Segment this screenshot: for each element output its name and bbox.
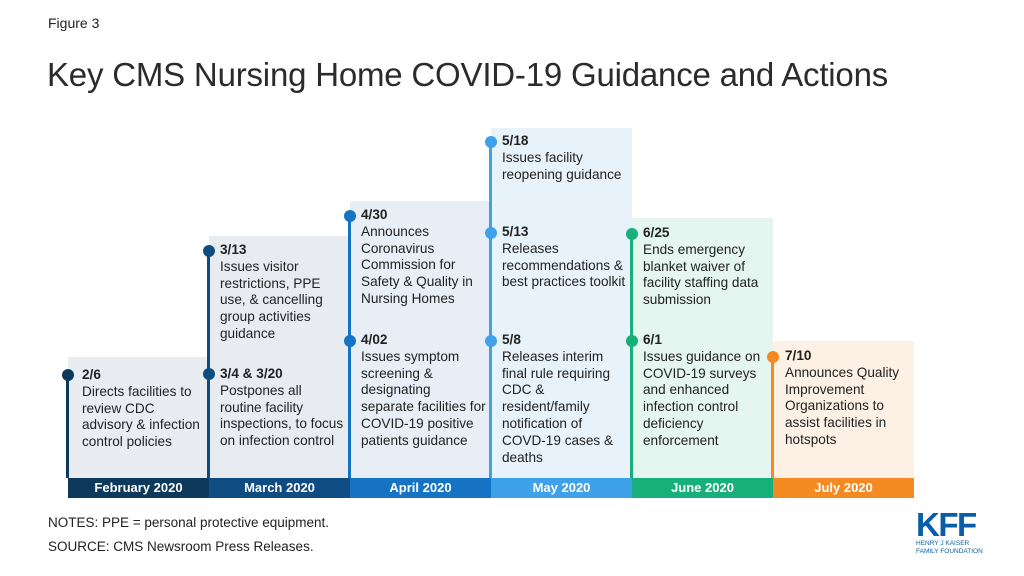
timeline-dot	[767, 351, 779, 363]
column-bg-july	[773, 341, 914, 478]
kff-logo: KFF HENRY J KAISER FAMILY FOUNDATION	[916, 506, 988, 556]
event-date: 2/6	[82, 367, 101, 382]
event-date: 3/13	[220, 242, 247, 257]
timeline-dot	[203, 245, 215, 257]
logo-mark: KFF	[916, 506, 977, 543]
timeline-dot	[344, 210, 356, 222]
event-date: 5/8	[502, 332, 521, 347]
month-bar-march: March 2020	[209, 478, 350, 498]
month-bar-july: July 2020	[773, 478, 914, 498]
timeline-dot	[485, 335, 497, 347]
event-4-02: 4/02 Issues symptom screening & designat…	[361, 332, 487, 450]
event-date: 5/18	[502, 133, 529, 148]
source-text: SOURCE: CMS Newsroom Press Releases.	[48, 539, 314, 554]
event-3-4-and-3-20: 3/4 & 3/20 Postpones all routine facilit…	[220, 366, 346, 450]
event-description: Announces Coronavirus Commission for Saf…	[361, 223, 473, 306]
event-description: Issues guidance on COVID-19 surveys and …	[643, 348, 761, 448]
month-bar-april: April 2020	[350, 478, 491, 498]
column-bg-february	[68, 357, 209, 478]
event-description: Issues symptom screening & designating s…	[361, 348, 486, 448]
event-6-1: 6/1 Issues guidance on COVID-19 surveys …	[643, 332, 769, 450]
timeline-dot	[485, 227, 497, 239]
month-bar-may: May 2020	[491, 478, 632, 498]
event-date: 4/02	[361, 332, 388, 347]
event-description: Releases interim final rule requiring CD…	[502, 348, 614, 465]
timeline-line-july	[771, 356, 774, 478]
column-bg-june	[632, 218, 773, 478]
event-date: 3/4 & 3/20	[220, 366, 283, 381]
timeline-dot	[203, 368, 215, 380]
figure-label: Figure 3	[48, 15, 100, 31]
month-bar-june: June 2020	[632, 478, 773, 498]
event-date: 6/25	[643, 225, 670, 240]
page-title: Key CMS Nursing Home COVID-19 Guidance a…	[47, 56, 889, 93]
event-2-6: 2/6 Directs facilities to review CDC adv…	[82, 367, 208, 451]
column-bg-april	[350, 201, 491, 478]
event-6-25: 6/25 Ends emergency blanket waiver of fa…	[643, 225, 769, 309]
column-bg-march	[209, 236, 350, 478]
event-5-8: 5/8 Releases interim final rule requirin…	[502, 332, 628, 466]
timeline-line-february	[66, 374, 69, 478]
event-date: 7/10	[785, 348, 812, 363]
timeline-dot	[344, 335, 356, 347]
event-5-18: 5/18 Issues facility reopening guidance	[502, 133, 628, 183]
event-description: Directs facilities to review CDC advisor…	[82, 383, 200, 450]
event-date: 6/1	[643, 332, 662, 347]
timeline-line-june	[630, 233, 633, 478]
month-bar-february: February 2020	[68, 478, 209, 498]
column-bg-may	[491, 128, 632, 478]
timeline-dot	[626, 335, 638, 347]
event-description: Ends emergency blanket waiver of facilit…	[643, 241, 759, 308]
event-7-10: 7/10 Announces Quality Improvement Organ…	[785, 348, 911, 449]
timeline-line-may	[489, 141, 492, 478]
event-description: Issues visitor restrictions, PPE use, & …	[220, 258, 323, 341]
event-description: Postpones all routine facility inspectio…	[220, 382, 344, 449]
event-date: 5/13	[502, 224, 529, 239]
timeline-dot	[485, 136, 497, 148]
event-5-13: 5/13 Releases recommendations & best pra…	[502, 224, 628, 291]
timeline-dot	[626, 228, 638, 240]
timeline-dot	[62, 369, 74, 381]
event-description: Announces Quality Improvement Organizati…	[785, 364, 900, 447]
logo-line-2: FAMILY FOUNDATION	[916, 548, 983, 555]
event-4-30: 4/30 Announces Coronavirus Commission fo…	[361, 207, 489, 308]
notes-text: NOTES: PPE = personal protective equipme…	[48, 515, 330, 530]
event-description: Issues facility reopening guidance	[502, 149, 622, 182]
event-description: Releases recommendations & best practice…	[502, 240, 626, 290]
timeline-line-march	[207, 250, 210, 478]
event-3-13: 3/13 Issues visitor restrictions, PPE us…	[220, 242, 346, 343]
logo-line-1: HENRY J KAISER	[916, 540, 970, 547]
event-date: 4/30	[361, 207, 388, 222]
